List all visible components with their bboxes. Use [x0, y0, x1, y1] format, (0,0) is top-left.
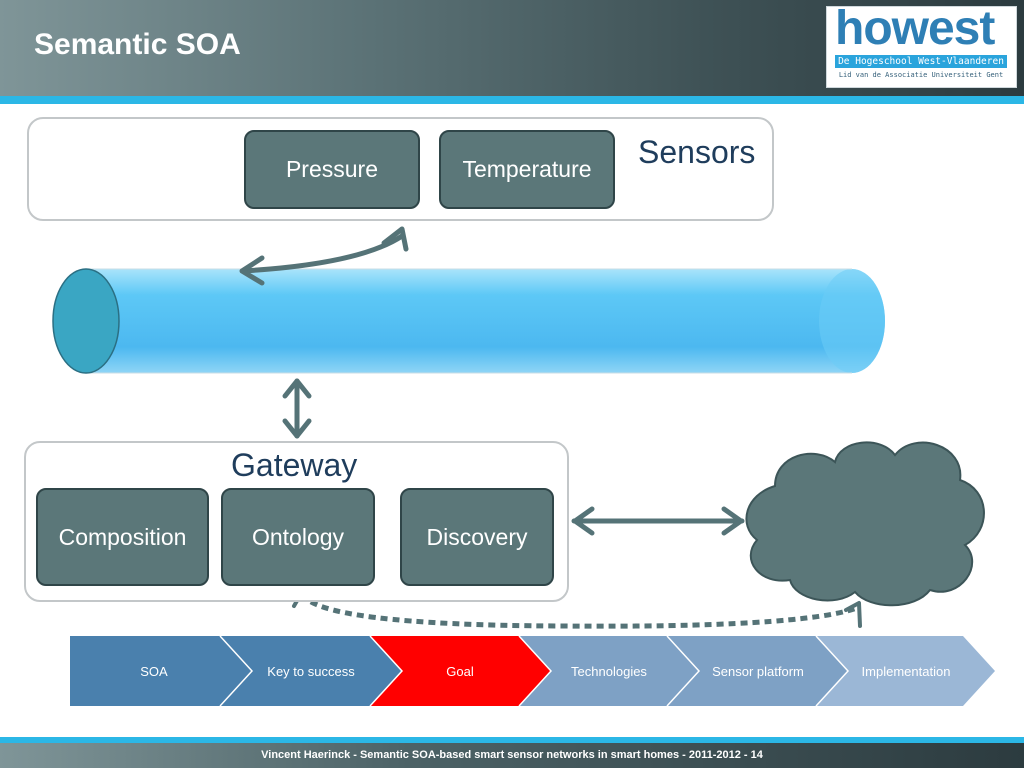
nav-label-key-to-success: Key to success	[267, 664, 355, 679]
howest-logo: howest De Hogeschool West-Vlaanderen Lid…	[826, 2, 1017, 88]
nav-label-goal: Goal	[446, 664, 474, 679]
nav-step-sensor-platform[interactable]	[667, 636, 848, 706]
discovery-box: Discovery	[400, 488, 554, 586]
temperature-box: Temperature	[439, 130, 615, 209]
nav-label-technologies: Technologies	[571, 664, 647, 679]
nav-step-technologies[interactable]	[519, 636, 699, 706]
nav-label-sensor-platform: Sensor platform	[712, 664, 804, 679]
nav-label-soa: SOA	[140, 664, 168, 679]
sensors-label: Sensors	[638, 134, 756, 170]
nav-step-key-to-success[interactable]	[220, 636, 402, 706]
footer-accent-stripe	[0, 737, 1024, 743]
nav-step-implementation[interactable]	[816, 636, 995, 706]
footer-text: Vincent Haerinck - Semantic SOA-based sm…	[0, 743, 1024, 768]
pressure-box: Pressure	[244, 130, 420, 209]
nav-label-implementation: Implementation	[862, 664, 951, 679]
logo-subtitle: Lid van de Associatie Universiteit Gent	[838, 71, 1004, 79]
nav-step-goal[interactable]	[370, 636, 551, 706]
header-accent-stripe	[0, 96, 1024, 104]
service-bus-cylinder	[52, 268, 885, 374]
logo-band: De Hogeschool West-Vlaanderen	[835, 55, 1007, 68]
logo-wordmark: howest	[835, 2, 995, 55]
gateway-label: Gateway	[231, 447, 358, 483]
nav-chevrons: SOA Key to success Goal Technologies Sen…	[70, 635, 995, 707]
nav-step-soa[interactable]	[70, 636, 252, 706]
ontology-box: Ontology	[221, 488, 375, 586]
composition-box: Composition	[36, 488, 209, 586]
sensor-bus-arrow	[240, 233, 405, 274]
slide-title: Semantic SOA	[34, 28, 241, 61]
cloud-shape	[745, 441, 985, 607]
